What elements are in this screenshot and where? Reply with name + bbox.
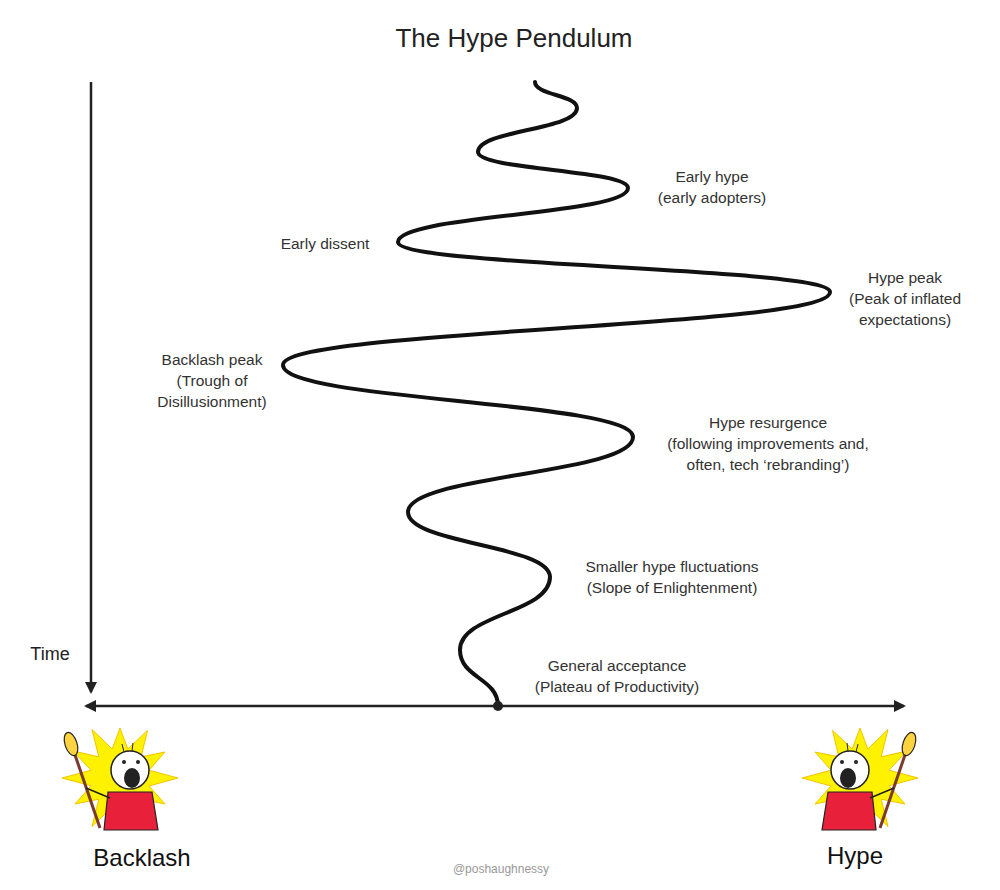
watermark: @poshaughnessy <box>453 861 549 878</box>
broom-stick <box>880 752 906 828</box>
phase-label: Hype resurgence (following improvements … <box>667 412 869 475</box>
hair <box>856 744 858 752</box>
broom-head <box>62 731 81 758</box>
cartoon-figure <box>62 728 178 830</box>
head <box>831 751 869 789</box>
eye <box>122 760 126 764</box>
eye <box>854 760 858 764</box>
diagram-title: The Hype Pendulum <box>395 20 632 56</box>
red-shirt <box>822 792 876 830</box>
mouth <box>840 768 856 788</box>
head <box>111 751 149 789</box>
broom-head <box>900 731 919 758</box>
axis-end-label: Backlash <box>93 841 190 874</box>
time-axis <box>90 82 93 692</box>
phase-label: Smaller hype fluctuations (Slope of Enli… <box>585 556 758 598</box>
phase-label: Backlash peak (Trough of Disillusionment… <box>157 349 266 412</box>
hair <box>847 743 848 751</box>
axis-end-label: Hype <box>827 839 883 872</box>
arm <box>870 788 894 798</box>
rest-dot <box>493 701 503 711</box>
red-shirt <box>104 792 158 830</box>
axis-label: Time <box>30 642 69 667</box>
broom-stick <box>74 752 100 828</box>
pendulum-curve <box>283 82 830 706</box>
hair <box>122 744 124 752</box>
eye <box>840 760 844 764</box>
eye <box>136 760 140 764</box>
hair <box>132 743 133 751</box>
phase-label: Hype peak (Peak of inflated expectations… <box>849 267 961 330</box>
phase-label: Early dissent <box>281 233 370 254</box>
mouth <box>124 768 140 788</box>
arm <box>86 788 110 798</box>
cartoon-figure <box>802 728 918 830</box>
phase-label: Early hype (early adopters) <box>658 166 767 208</box>
phase-label: General acceptance (Plateau of Productiv… <box>535 655 700 697</box>
